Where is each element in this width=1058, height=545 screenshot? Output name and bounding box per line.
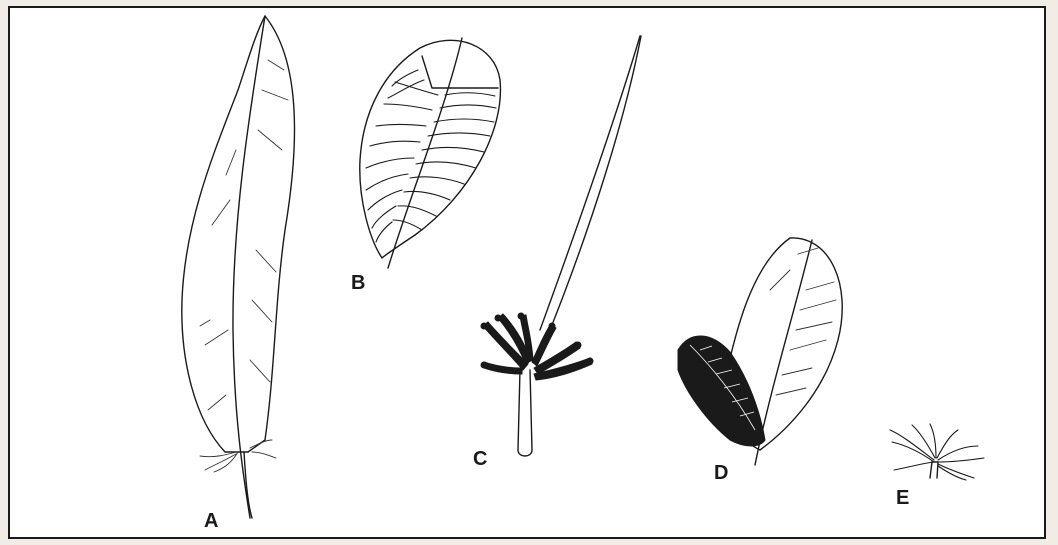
feather-c-calamus xyxy=(518,370,532,456)
label-e: E xyxy=(896,487,909,510)
label-a: A xyxy=(204,510,218,533)
feather-a-outline xyxy=(182,16,295,452)
feather-a-vane-lines xyxy=(200,60,288,410)
feather-c-tuft xyxy=(481,313,593,380)
label-d: D xyxy=(714,462,728,485)
feather-b-barbs xyxy=(366,70,496,242)
label-b: B xyxy=(351,272,365,295)
feather-b xyxy=(360,38,501,268)
feather-a-afterfeather xyxy=(200,440,276,472)
feather-a xyxy=(182,16,295,518)
feather-d-downy-base xyxy=(678,336,765,446)
feather-c-shaft-right xyxy=(548,36,641,335)
feather-e-calamus xyxy=(930,462,938,478)
feather-b-upper-divide xyxy=(422,56,498,88)
feather-c-shaft-left xyxy=(540,36,640,330)
feather-e xyxy=(890,424,984,480)
label-c: C xyxy=(473,448,487,471)
feather-d xyxy=(678,238,842,465)
feather-b-shaft xyxy=(388,38,462,268)
feather-c xyxy=(481,36,641,456)
